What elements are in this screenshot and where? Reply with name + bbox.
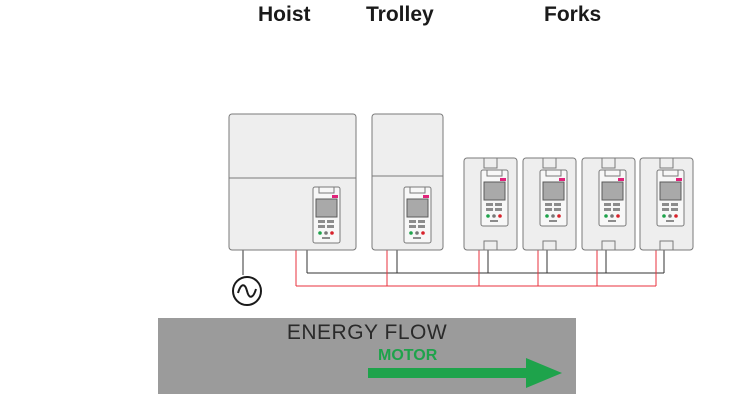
keypad-display <box>601 181 624 201</box>
keypad-display <box>659 181 682 201</box>
stop-key-icon <box>616 214 620 218</box>
start-key-icon <box>545 214 549 218</box>
keypad-key <box>613 203 620 206</box>
start-key-icon <box>318 231 322 235</box>
keypad-key <box>322 237 330 239</box>
start-key-icon <box>662 214 666 218</box>
stop-key-icon <box>421 231 425 235</box>
keypad-key <box>486 208 493 211</box>
keypad-tab <box>486 170 503 177</box>
keypad-key <box>418 220 425 223</box>
keypad-display <box>483 181 506 201</box>
keypad-key <box>608 220 616 222</box>
keypad-key <box>666 220 674 222</box>
trolley-heading: Trolley <box>366 3 434 26</box>
energy-flow-title: ENERGY FLOW <box>286 321 448 344</box>
keypad-key <box>418 225 425 228</box>
keypad-tab <box>662 170 679 177</box>
motor-label: MOTOR <box>378 347 438 364</box>
bottom-vent <box>659 240 674 250</box>
brand-mark <box>500 178 506 181</box>
keypad-key <box>613 208 620 211</box>
forks-heading: Forks <box>544 3 602 26</box>
brand-mark <box>618 178 624 181</box>
keypad-tab <box>545 170 562 177</box>
drive-units <box>228 113 694 251</box>
nav-key-icon <box>324 231 328 235</box>
drive-unit-forks <box>639 157 694 251</box>
drive-unit-forks <box>522 157 577 251</box>
stop-key-icon <box>330 231 334 235</box>
energy-flow-banner <box>158 318 576 394</box>
keypad-key <box>554 208 561 211</box>
drive-unit-trolley <box>371 113 444 251</box>
drive-unit-forks <box>581 157 636 251</box>
start-key-icon <box>486 214 490 218</box>
keypad-key <box>327 225 334 228</box>
keypad-key <box>549 220 557 222</box>
brand-mark <box>559 178 565 181</box>
keypad-tab <box>604 170 621 177</box>
brand-mark <box>676 178 682 181</box>
top-vent <box>483 158 498 169</box>
keypad-key <box>545 208 552 211</box>
keypad <box>539 169 568 227</box>
keypad <box>480 169 509 227</box>
keypad-key <box>495 208 502 211</box>
start-key-icon <box>409 231 413 235</box>
drive-unit-forks <box>463 157 518 251</box>
nav-key-icon <box>415 231 419 235</box>
keypad-key <box>409 220 416 223</box>
keypad <box>312 186 341 244</box>
keypad <box>403 186 432 244</box>
keypad-key <box>662 203 669 206</box>
hoist-heading: Hoist <box>258 3 311 26</box>
nav-key-icon <box>668 214 672 218</box>
keypad-tab <box>318 187 335 194</box>
keypad <box>656 169 685 227</box>
keypad-key <box>327 220 334 223</box>
keypad-key <box>604 208 611 211</box>
keypad-key <box>495 203 502 206</box>
keypad-key <box>490 220 498 222</box>
stop-key-icon <box>498 214 502 218</box>
keypad-display <box>542 181 565 201</box>
start-key-icon <box>604 214 608 218</box>
wiring <box>295 250 665 287</box>
bottom-vent <box>483 240 498 250</box>
keypad-key <box>554 203 561 206</box>
top-vent <box>601 158 616 169</box>
stop-key-icon <box>557 214 561 218</box>
keypad-tab <box>409 187 426 194</box>
keypad-key <box>671 203 678 206</box>
keypad-key <box>604 203 611 206</box>
keypad-key <box>409 225 416 228</box>
keypad-key <box>318 225 325 228</box>
nav-key-icon <box>610 214 614 218</box>
keypad-key <box>486 203 493 206</box>
keypad-key <box>545 203 552 206</box>
keypad-display <box>406 198 429 218</box>
keypad-key <box>662 208 669 211</box>
keypad-key <box>413 237 421 239</box>
top-vent <box>659 158 674 169</box>
brand-mark <box>332 195 338 198</box>
bottom-vent <box>601 240 616 250</box>
stop-key-icon <box>674 214 678 218</box>
nav-key-icon <box>492 214 496 218</box>
nav-key-icon <box>551 214 555 218</box>
drive-unit-hoist <box>228 113 357 251</box>
ac-supply-icon <box>232 250 262 306</box>
keypad-key <box>318 220 325 223</box>
bottom-vent <box>542 240 557 250</box>
keypad <box>598 169 627 227</box>
top-vent <box>542 158 557 169</box>
arrow-right-icon <box>368 358 562 388</box>
keypad-key <box>671 208 678 211</box>
brand-mark <box>423 195 429 198</box>
keypad-display <box>315 198 338 218</box>
